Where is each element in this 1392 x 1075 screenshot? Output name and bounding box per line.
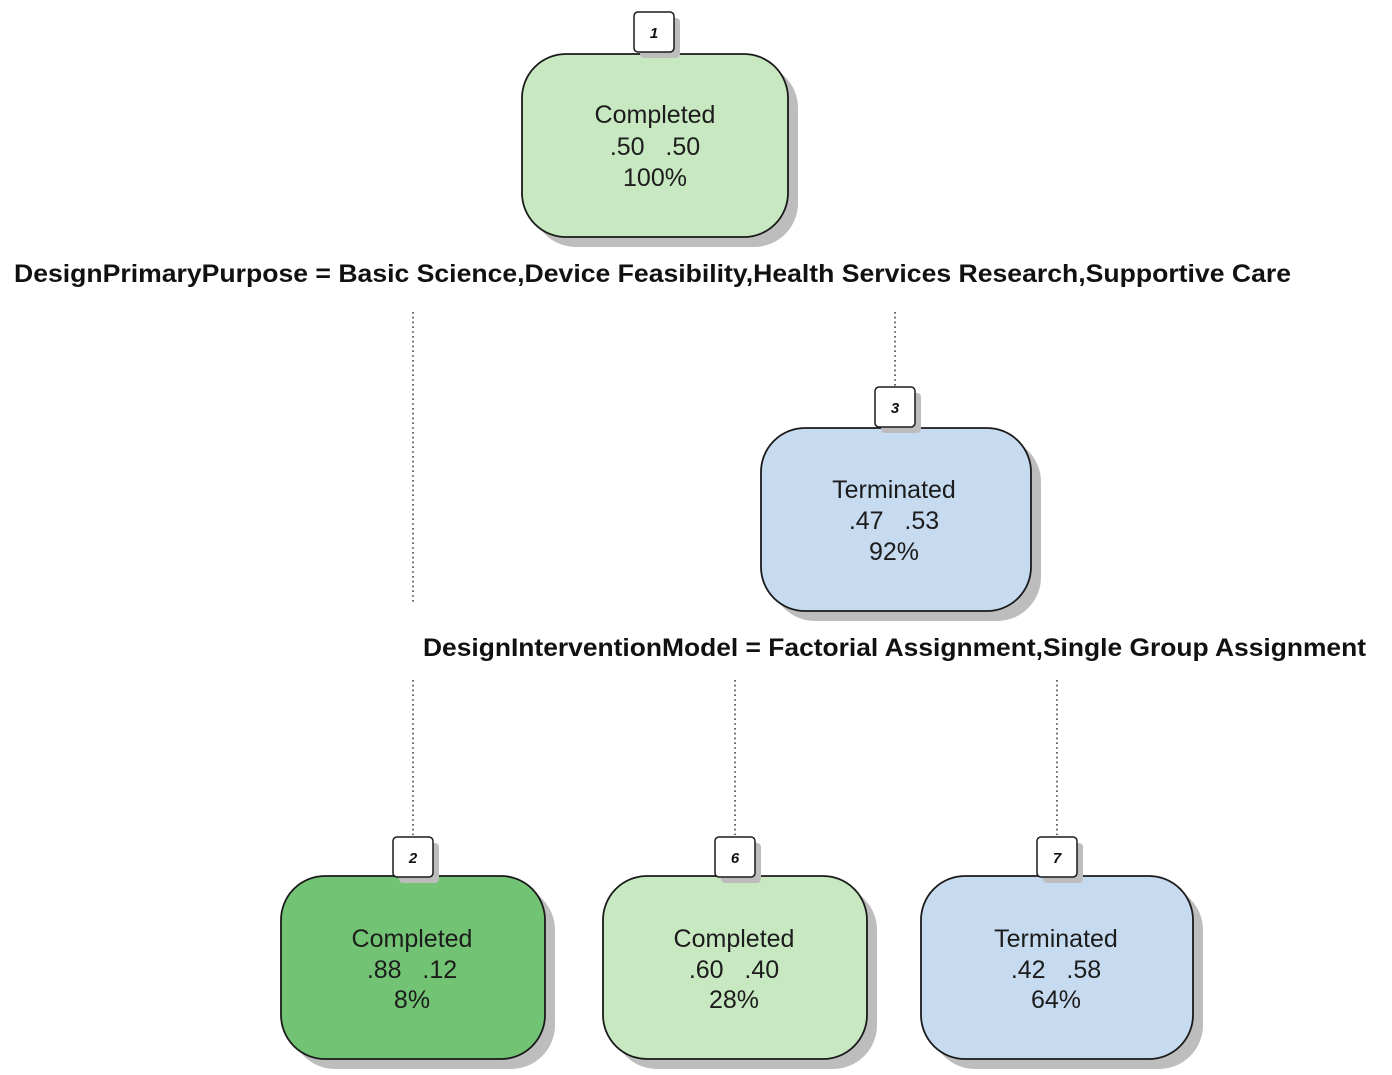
node-class-label: Completed — [595, 101, 716, 129]
node-percent: 28% — [709, 986, 759, 1014]
node-probabilities: .88 .12 — [367, 956, 457, 984]
node-class-label: Terminated — [994, 925, 1118, 953]
tree-node-6: 6 Completed .60 .40 28% — [602, 836, 877, 1069]
node-probabilities: .47 .53 — [849, 507, 939, 535]
node-class-label: Completed — [674, 925, 795, 953]
node-id-box — [392, 836, 434, 878]
node-probabilities: .50 .50 — [610, 133, 700, 161]
node-id: 1 — [650, 25, 658, 42]
node-probabilities: .42 .58 — [1011, 956, 1101, 984]
split-rule-label: DesignPrimaryPurpose = Basic Science,Dev… — [14, 260, 1291, 288]
node-class-label: Completed — [352, 925, 473, 953]
node-id-box — [633, 11, 675, 53]
node-id: 6 — [731, 850, 740, 867]
node-id: 3 — [891, 400, 900, 417]
node-percent: 8% — [394, 986, 430, 1014]
node-id-box — [1036, 836, 1078, 878]
node-percent: 64% — [1031, 986, 1081, 1014]
tree-node-1: 1 Completed .50 .50 100% — [521, 11, 798, 247]
node-id: 2 — [408, 850, 418, 867]
node-id-box — [714, 836, 756, 878]
node-class-label: Terminated — [832, 476, 956, 504]
node-probabilities: .60 .40 — [689, 956, 779, 984]
node-percent: 92% — [869, 538, 919, 566]
node-id: 7 — [1053, 850, 1062, 867]
tree-node-7: 7 Terminated .42 .58 64% — [920, 836, 1203, 1069]
node-percent: 100% — [623, 164, 687, 192]
node-id-box — [874, 386, 916, 428]
tree-edges — [412, 312, 1058, 835]
tree-node-2: 2 Completed .88 .12 8% — [280, 836, 555, 1069]
tree-node-3: 3 Terminated .47 .53 92% — [760, 386, 1041, 621]
split-rule-label: DesignInterventionModel = Factorial Assi… — [423, 634, 1367, 662]
